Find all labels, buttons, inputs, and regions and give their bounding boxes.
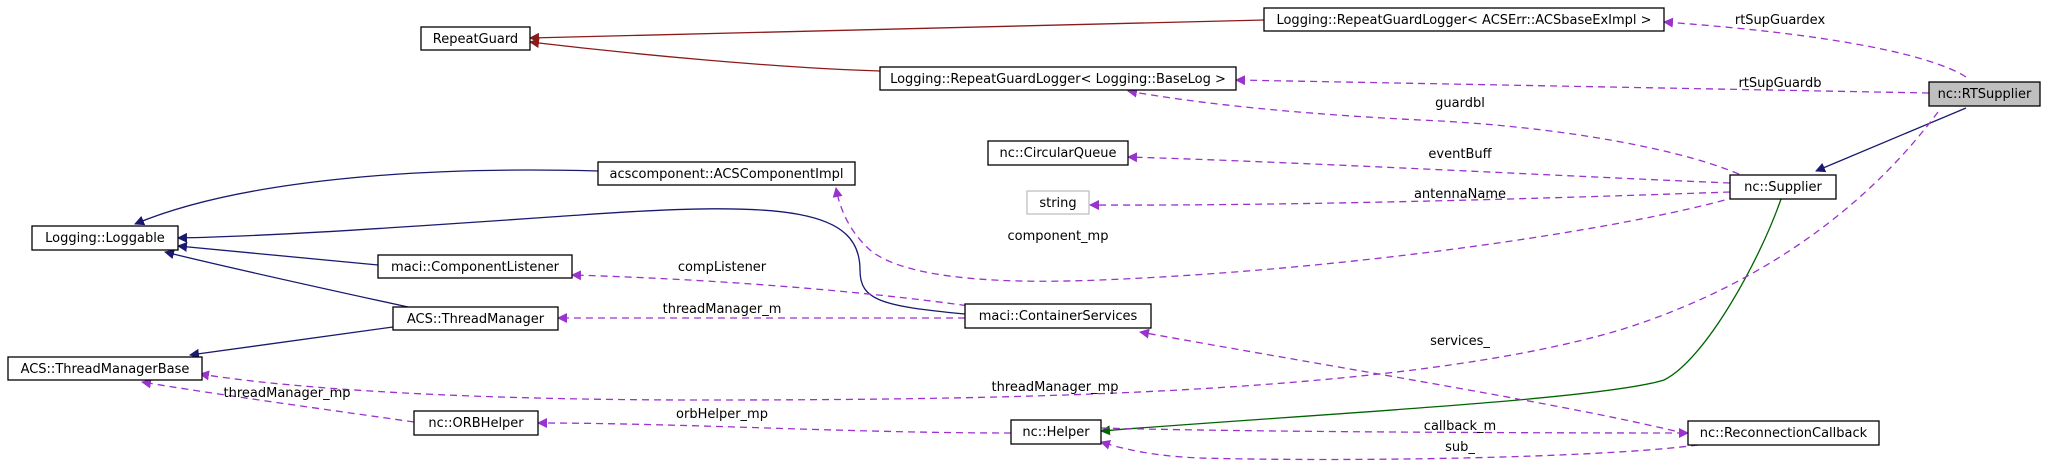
- node-threadmanager[interactable]: ACS::ThreadManager: [392, 306, 559, 331]
- node-supplier-label: nc::Supplier: [1744, 180, 1822, 195]
- node-loggable[interactable]: Logging::Loggable: [31, 225, 179, 251]
- edge-supplier-to-helper: [1100, 198, 1782, 436]
- node-threadmanagerbase[interactable]: ACS::ThreadManagerBase: [7, 356, 203, 381]
- edge-rgl-baselog-to-repeatguard: [529, 38, 881, 72]
- node-repeatguard-label: RepeatGuard: [433, 32, 518, 47]
- label-callback-m: callback_m: [1424, 419, 1496, 434]
- label-sub: sub_: [1445, 440, 1475, 455]
- edge-sub: [1100, 439, 1699, 461]
- node-repeatguard[interactable]: RepeatGuard: [420, 26, 531, 51]
- edge-threadmanager-mp-orb: [141, 378, 415, 423]
- label-threadmanager-mp-orb: threadManager_mp: [223, 386, 350, 401]
- node-helper[interactable]: nc::Helper: [1010, 419, 1102, 445]
- label-threadmanager-m: threadManager_m: [663, 302, 782, 317]
- edge-componentlistener-to-loggable: [177, 241, 379, 266]
- node-helper-label: nc::Helper: [1022, 425, 1090, 440]
- node-acscomponentimpl-label: acscomponent::ACSComponentImpl: [609, 167, 843, 182]
- node-rtsupplier-label: nc::RTSupplier: [1938, 87, 2032, 102]
- node-rgl-baselog[interactable]: Logging::RepeatGuardLogger< Logging::Bas…: [879, 66, 1237, 91]
- node-circularqueue[interactable]: nc::CircularQueue: [987, 140, 1129, 166]
- node-acscomponentimpl[interactable]: acscomponent::ACSComponentImpl: [597, 161, 856, 186]
- edge-guardbl: [1127, 87, 1751, 180]
- label-threadmanager-mp-rt: threadManager_mp: [991, 380, 1118, 395]
- node-containerservices-label: maci::ContainerServices: [979, 309, 1138, 324]
- edge-complistener: [571, 270, 991, 310]
- edge-callback-m: [1100, 427, 1689, 438]
- edge-services: [1139, 328, 1699, 438]
- edges: [134, 17, 1967, 461]
- label-orbhelper-mp: orbHelper_mp: [676, 407, 768, 422]
- edge-containerservices-to-loggable: [177, 208, 966, 315]
- edge-threadmanager-to-loggable: [164, 249, 409, 308]
- edge-rtsupguardb: [1235, 75, 1930, 94]
- node-circularqueue-label: nc::CircularQueue: [1000, 146, 1117, 161]
- node-orbhelper[interactable]: nc::ORBHelper: [413, 410, 539, 436]
- edge-component-mp: [832, 187, 1737, 282]
- edge-rtsupplier-to-supplier: [1815, 107, 1967, 173]
- label-eventbuff: eventBuff: [1428, 147, 1492, 162]
- node-orbhelper-label: nc::ORBHelper: [428, 416, 524, 431]
- edge-antennaname: [1089, 191, 1731, 211]
- node-componentlistener-label: maci::ComponentListener: [391, 260, 560, 275]
- node-threadmanagerbase-label: ACS::ThreadManagerBase: [21, 362, 190, 377]
- label-guardbl: guardbl: [1435, 96, 1485, 111]
- node-reconnectioncallback[interactable]: nc::ReconnectionCallback: [1687, 420, 1880, 446]
- edge-acscomponentimpl-to-loggable: [134, 169, 599, 226]
- label-complistener: compListener: [678, 260, 767, 275]
- label-component-mp: component_mp: [1008, 229, 1109, 244]
- edge-rgl-acserr-to-repeatguard: [529, 19, 1265, 43]
- node-string[interactable]: string: [1026, 190, 1090, 215]
- edge-orbhelper-mp: [537, 418, 1012, 434]
- node-rgl-acserr[interactable]: Logging::RepeatGuardLogger< ACSErr::ACSb…: [1263, 7, 1665, 32]
- edge-eventbuff: [1127, 152, 1731, 184]
- node-supplier[interactable]: nc::Supplier: [1729, 174, 1837, 200]
- node-reconnectioncallback-label: nc::ReconnectionCallback: [1700, 426, 1868, 441]
- node-threadmanager-label: ACS::ThreadManager: [407, 312, 545, 327]
- node-string-label: string: [1039, 196, 1076, 211]
- node-rtsupplier[interactable]: nc::RTSupplier: [1928, 81, 2041, 107]
- label-rtsupguardb: rtSupGuardb: [1738, 76, 1821, 91]
- node-componentlistener[interactable]: maci::ComponentListener: [377, 254, 573, 279]
- node-containerservices[interactable]: maci::ContainerServices: [964, 303, 1152, 329]
- nodes: RepeatGuard Logging::RepeatGuardLogger< …: [7, 7, 2041, 446]
- node-loggable-label: Logging::Loggable: [45, 231, 165, 246]
- edge-labels: rtSupGuardex rtSupGuardb guardbl eventBu…: [223, 13, 1825, 455]
- label-services: services_: [1430, 334, 1490, 349]
- edge-threadmanager-to-threadmanagerbase: [189, 326, 394, 359]
- label-antennaname: antennaName: [1414, 187, 1506, 202]
- node-rgl-baselog-label: Logging::RepeatGuardLogger< Logging::Bas…: [890, 72, 1226, 87]
- node-rgl-acserr-label: Logging::RepeatGuardLogger< ACSErr::ACSb…: [1276, 13, 1651, 28]
- label-rtsupguardex: rtSupGuardex: [1735, 13, 1826, 28]
- edge-rtsupguardex: [1663, 17, 1967, 78]
- edge-threadmanager-mp-rt: [199, 111, 1939, 401]
